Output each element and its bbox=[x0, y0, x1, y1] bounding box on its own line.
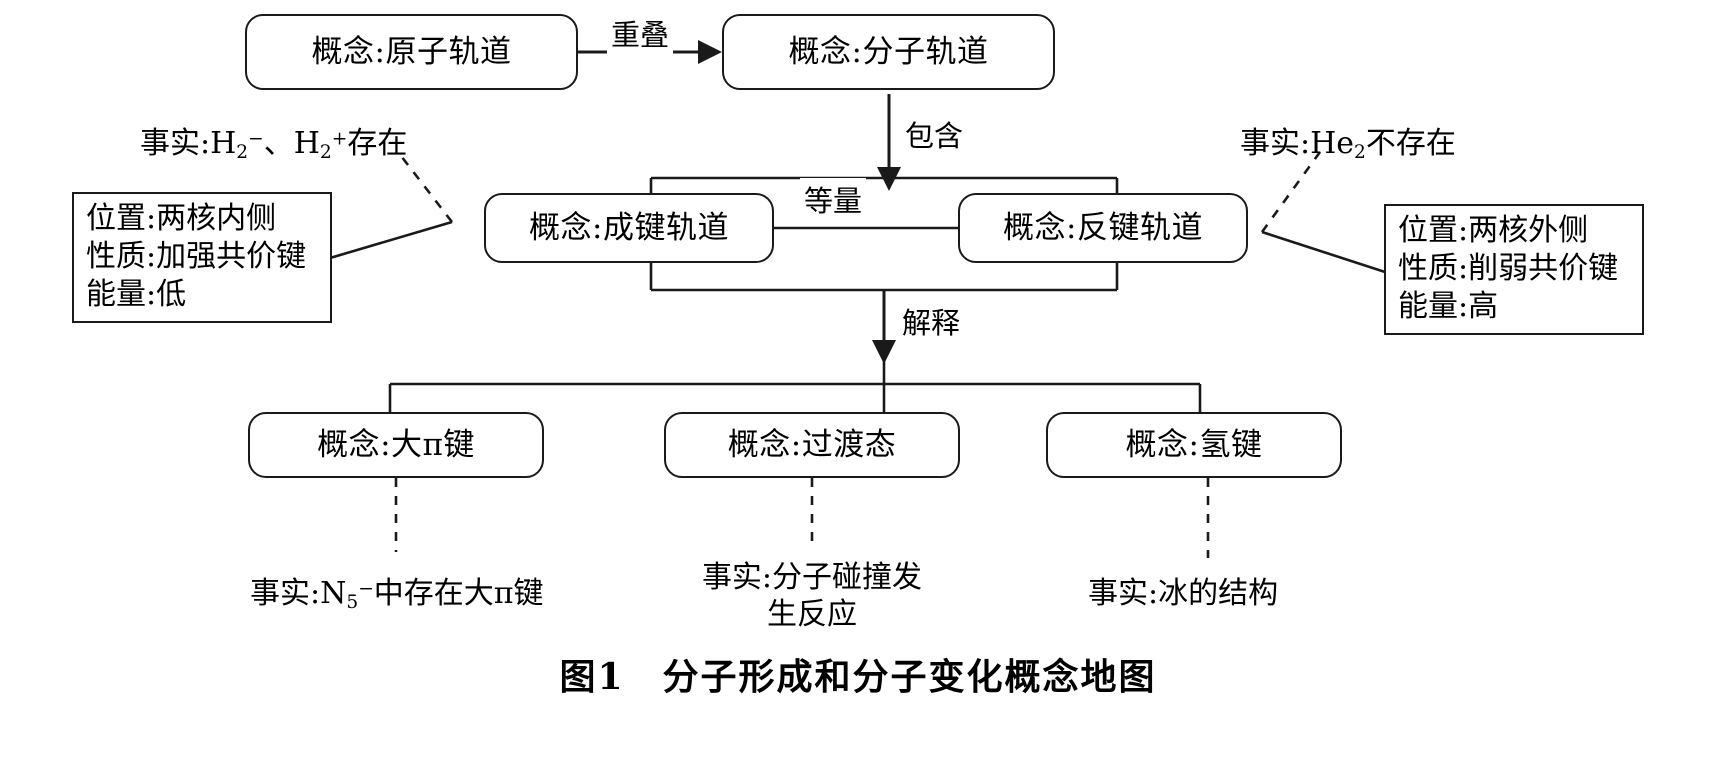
fact-antibonding-orbital: 事实:He2不存在 bbox=[1240, 126, 1456, 164]
node-transition-state-label: 概念:过渡态 bbox=[727, 426, 897, 463]
node-transition-state[interactable]: 概念:过渡态 bbox=[664, 412, 960, 478]
attribute-box-bonding: 位置:两核内侧 性质:加强共价键 能量:低 bbox=[72, 192, 332, 324]
fact-transition-state-line2: 生反应 bbox=[767, 596, 857, 632]
bonding-position: 位置:两核内侧 bbox=[86, 201, 277, 236]
fact-transition-state: 事实:分子碰撞发 生反应 bbox=[680, 560, 944, 633]
attribute-box-antibonding: 位置:两核外侧 性质:削弱共价键 能量:高 bbox=[1384, 204, 1644, 336]
antibonding-energy: 能量:高 bbox=[1398, 288, 1499, 324]
fact-large-pi-bond: 事实:N5−中存在大π键 bbox=[250, 576, 544, 614]
link-label-equal-amount: 等量 bbox=[800, 178, 867, 220]
link-label-explains: 解释 bbox=[898, 300, 965, 342]
fact-bonding-orbital: 事实:H2−、H2+存在 bbox=[140, 126, 408, 164]
node-bonding-orbital[interactable]: 概念:成键轨道 bbox=[484, 193, 774, 263]
fact-hydrogen-bond: 事实:冰的结构 bbox=[1088, 576, 1279, 611]
node-antibonding-orbital-label: 概念:反键轨道 bbox=[1003, 209, 1203, 246]
figure-caption: 图1 分子形成和分子变化概念地图 bbox=[559, 656, 1157, 698]
node-antibonding-orbital[interactable]: 概念:反键轨道 bbox=[958, 193, 1248, 263]
antibonding-property: 性质:削弱共价键 bbox=[1398, 250, 1619, 286]
node-large-pi-bond[interactable]: 概念:大π键 bbox=[248, 412, 544, 478]
node-hydrogen-bond[interactable]: 概念:氢键 bbox=[1046, 412, 1342, 478]
link-label-contains: 包含 bbox=[901, 113, 968, 155]
fact-transition-state-line1: 事实:分子碰撞发 bbox=[701, 560, 923, 595]
link-label-overlap: 重叠 bbox=[607, 12, 674, 54]
bonding-energy: 能量:低 bbox=[86, 276, 187, 312]
node-atomic-orbital[interactable]: 概念:原子轨道 bbox=[245, 14, 578, 90]
node-molecular-orbital-label: 概念:分子轨道 bbox=[788, 33, 989, 70]
node-large-pi-bond-label: 概念:大π键 bbox=[317, 426, 475, 463]
node-bonding-orbital-label: 概念:成键轨道 bbox=[529, 209, 729, 246]
bonding-property: 性质:加强共价键 bbox=[86, 238, 307, 274]
node-hydrogen-bond-label: 概念:氢键 bbox=[1125, 426, 1263, 463]
node-atomic-orbital-label: 概念:原子轨道 bbox=[311, 33, 512, 70]
antibonding-position: 位置:两核外侧 bbox=[1398, 213, 1589, 248]
node-molecular-orbital[interactable]: 概念:分子轨道 bbox=[722, 14, 1055, 90]
